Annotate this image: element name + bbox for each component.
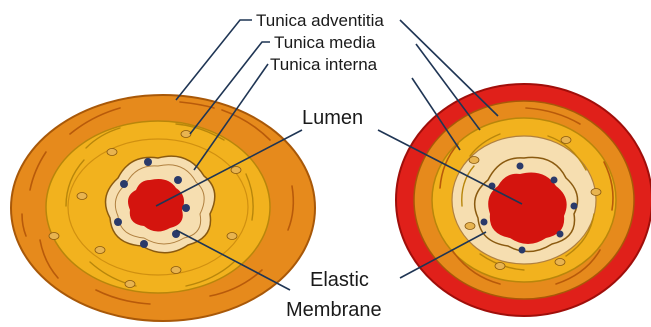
left-vessel [11, 95, 315, 321]
leader-adventitia-right [400, 20, 498, 116]
leader-adventitia-left [176, 20, 252, 100]
label-lumen: Lumen [302, 107, 363, 129]
label-tunica-media: Tunica media [274, 33, 376, 52]
label-tunica-interna: Tunica interna [270, 55, 378, 74]
right-vessel [396, 84, 651, 316]
label-membrane: Membrane [286, 299, 382, 321]
label-elastic: Elastic [310, 269, 369, 291]
label-tunica-adventitia: Tunica adventitia [256, 11, 384, 30]
